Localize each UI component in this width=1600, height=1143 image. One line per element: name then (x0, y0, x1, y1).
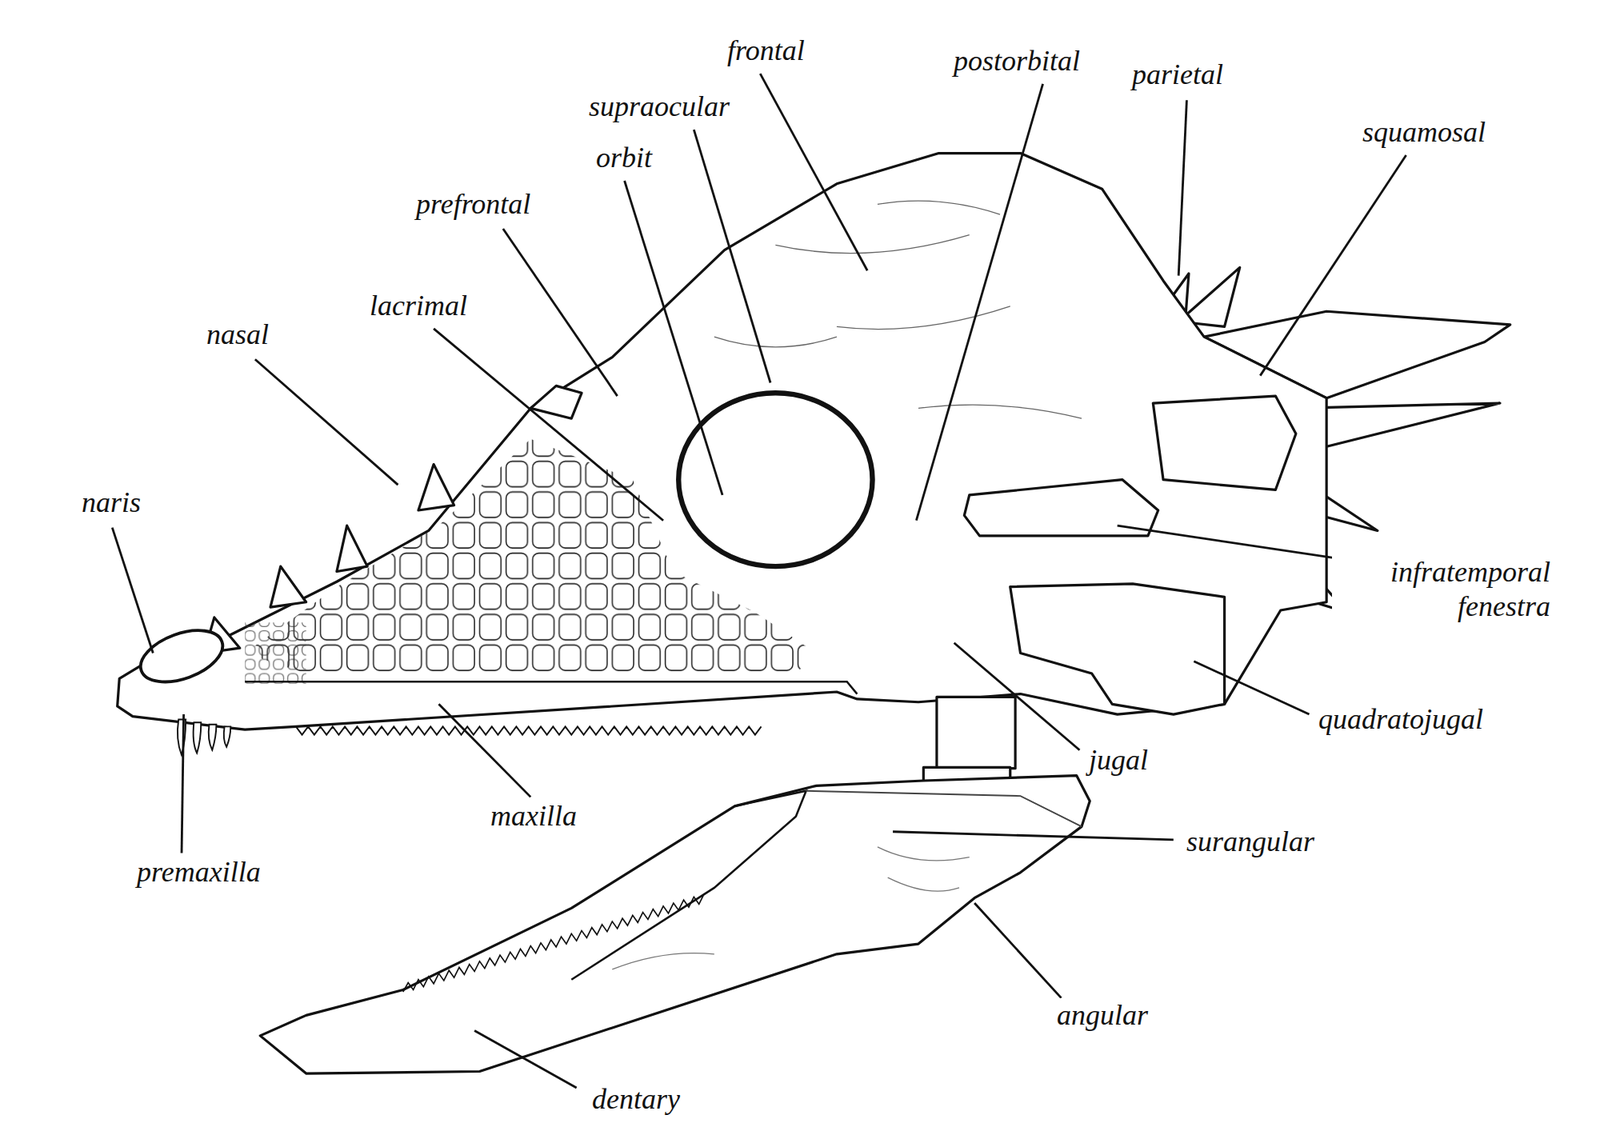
part-label: maxilla (488, 799, 580, 834)
part-label: angular (1054, 998, 1151, 1033)
part-label: naris (79, 485, 144, 520)
part-label: nasal (204, 317, 272, 352)
part-label: parietal (1129, 57, 1226, 92)
leader-lines (112, 73, 1406, 1088)
part-label: premaxilla (134, 855, 264, 890)
part-label: dentary (589, 1082, 683, 1117)
part-label: infratemporal fenestra (1332, 555, 1553, 624)
part-label: prefrontal (413, 187, 533, 222)
part-label: postorbital (951, 44, 1083, 79)
part-label: quadratojugal (1316, 702, 1486, 737)
part-label: orbit (593, 140, 655, 176)
part-label: surangular (1184, 824, 1317, 860)
part-label: frontal (724, 33, 808, 68)
part-label: lacrimal (367, 288, 470, 324)
part-label: jugal (1086, 743, 1151, 778)
part-label: squamosal (1360, 115, 1488, 150)
part-label: supraocular (586, 89, 732, 124)
